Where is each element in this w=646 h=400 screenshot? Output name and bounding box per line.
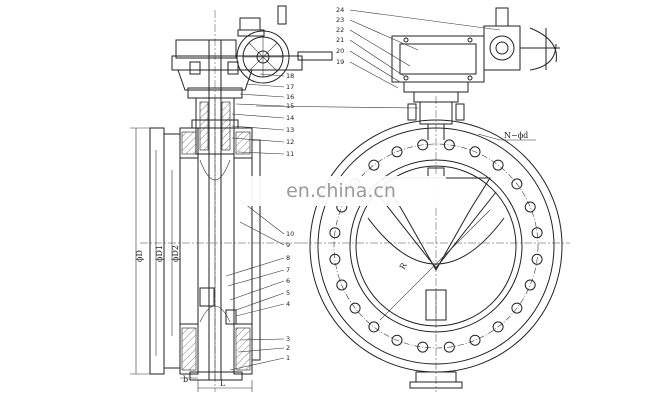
part-number-17: 17 [286,83,294,91]
part-number-13: 13 [286,126,294,134]
side-view [300,7,570,392]
bolt-hole [368,159,380,171]
part-number-12: 12 [286,138,294,146]
part-number-24: 24 [336,6,344,14]
front-leaders [225,73,285,371]
bolt-hole [443,139,455,151]
part-number-14: 14 [286,114,294,122]
bolt-hole [511,302,523,314]
body-section [149,127,261,381]
bolt-hole [329,253,341,265]
bolt-hole [469,334,481,346]
bolt-hole [469,146,481,158]
disc [367,167,505,321]
bolt-hole [391,334,403,346]
part-number-9: 9 [286,241,290,249]
bolt-hole [531,253,543,265]
dim-d2: ϕD2 [171,245,180,262]
part-number-19: 19 [336,58,344,66]
dim-d1: ϕD1 [155,245,164,262]
part-number-4: 4 [286,300,290,308]
dimension-lines [130,127,253,392]
bolt-hole [417,139,429,151]
part-number-7: 7 [286,266,290,274]
part-number-20: 20 [336,47,344,55]
part-number-3: 3 [286,335,290,343]
part-number-22: 22 [336,26,344,34]
bolt-hole [329,227,341,239]
watermark: en.china.cn [236,176,446,206]
part-number-23: 23 [336,16,344,24]
bolt-hole [443,341,455,353]
part-number-10: 10 [286,230,294,238]
dim-b: b [183,375,188,384]
part-number-6: 6 [286,277,290,285]
dim-d: ϕD [135,250,144,262]
bolt-hole [492,159,504,171]
part-number-1: 1 [286,354,290,362]
bolt-hole [368,321,380,333]
bolt-hole [511,178,523,190]
bolt-hole [524,279,536,291]
part-number-16: 16 [286,93,294,101]
gearbox-front [171,5,333,99]
side-neck [407,91,465,140]
side-part-numbers: 24 23 22 21 20 19 [336,6,344,66]
part-number-11: 11 [286,150,294,158]
dim-l: L [220,379,226,388]
bolt-hole [336,279,348,291]
part-number-8: 8 [286,254,290,262]
bolt-hole [349,302,361,314]
bottom-foot [409,371,463,389]
part-number-15: 15 [286,102,294,110]
front-part-numbers: 1 2 3 4 5 6 7 8 9 10 11 12 13 14 15 16 1… [286,72,294,362]
part-number-5: 5 [286,289,290,297]
gearbox-side [391,7,560,93]
bolt-hole [524,201,536,213]
dim-bolt-holes: N−ϕd [504,131,528,140]
bolt-hole [391,146,403,158]
bolt-hole [531,227,543,239]
bolt-hole [492,321,504,333]
bolt-hole [417,341,429,353]
part-number-21: 21 [336,36,344,44]
part-number-18: 18 [286,72,294,80]
side-leaders [255,9,501,109]
dim-radius: R [398,260,409,271]
front-section-view: ϕD ϕD1 ϕD2 b L [130,5,333,392]
part-number-2: 2 [286,344,290,352]
